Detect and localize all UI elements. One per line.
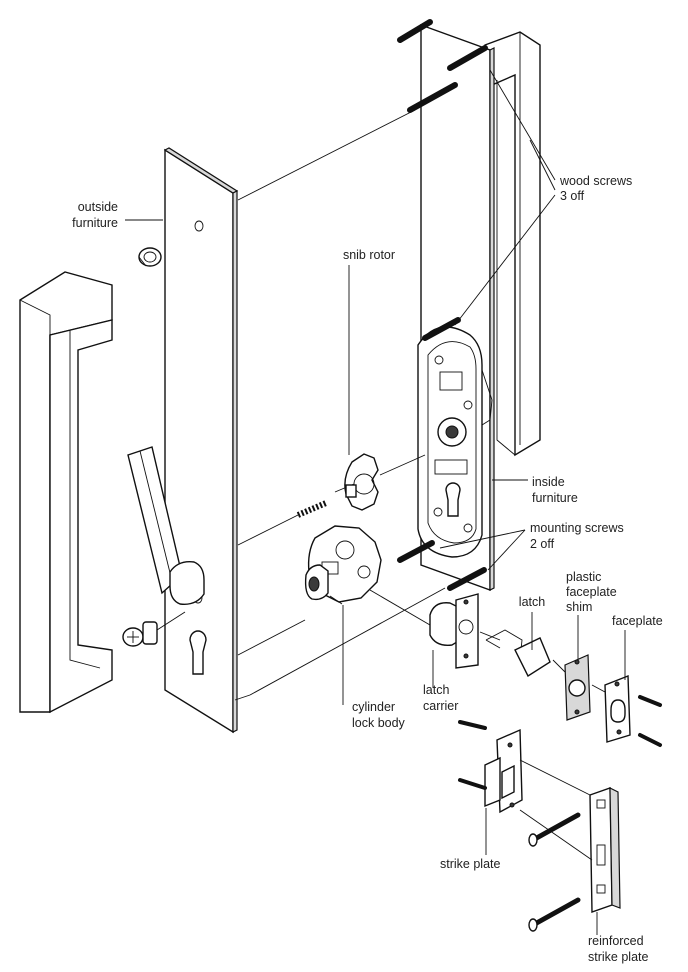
mounting-screw-1 <box>397 540 435 563</box>
wood-screw-middle <box>407 82 458 113</box>
reinforced-strike-plate <box>589 787 621 913</box>
label-inside-furniture: inside furniture <box>532 475 578 505</box>
strike-screw-1 <box>458 720 487 730</box>
thumb-turn-lever <box>127 446 205 605</box>
outside-bushing <box>138 247 162 267</box>
assembly-lines <box>234 109 606 861</box>
label-wood-screws-line1: wood screws <box>559 174 632 188</box>
label-mounting-screws: mounting screws 2 off <box>530 521 624 551</box>
label-latch-carrier-line1: latch <box>423 683 449 697</box>
label-mounting-screws-line2: 2 off <box>530 537 555 551</box>
label-outside-furniture-line1: outside <box>78 200 118 214</box>
label-plastic-faceplate-shim-line1: plastic <box>566 570 601 584</box>
latch-carrier <box>429 593 479 669</box>
label-strike-plate: strike plate <box>440 857 500 871</box>
label-outside-furniture-line2: furniture <box>72 216 118 230</box>
label-snib-rotor: snib rotor <box>343 248 395 262</box>
faceplate-screw-2 <box>638 733 662 747</box>
mounting-screw-2 <box>447 567 487 591</box>
spring <box>296 500 328 518</box>
inside-mechanism <box>417 326 493 558</box>
plastic-faceplate-shim <box>564 654 591 721</box>
label-plastic-faceplate-shim-line3: shim <box>566 600 592 614</box>
wood-screw-top-1 <box>397 19 433 43</box>
label-wood-screws-line2: 3 off <box>560 189 585 203</box>
label-latch-carrier-line2: carrier <box>423 699 458 713</box>
label-inside-furniture-line1: inside <box>532 475 565 489</box>
faceplate <box>604 674 631 743</box>
outside-fixing-screw <box>122 611 186 647</box>
outside-furniture-plate <box>163 147 239 734</box>
label-reinforced-strike-plate: reinforced strike plate <box>588 934 648 964</box>
label-faceplate: faceplate <box>612 614 663 628</box>
strike-screw-2 <box>458 778 487 790</box>
label-latch-carrier: latch carrier <box>423 683 458 713</box>
label-outside-furniture: outside furniture <box>72 200 118 230</box>
label-latch: latch <box>519 595 545 609</box>
wood-screw-top-2 <box>447 45 488 71</box>
leader-lines <box>125 69 626 935</box>
label-cylinder-lock-body-line1: cylinder <box>352 700 395 714</box>
label-wood-screws: wood screws 3 off <box>559 174 632 203</box>
latch <box>485 629 551 678</box>
reinforced-strike-screw-2 <box>528 897 581 932</box>
faceplate-screw-1 <box>638 695 662 707</box>
strike-plate <box>484 728 523 814</box>
label-reinforced-strike-plate-line2: strike plate <box>588 950 648 964</box>
label-reinforced-strike-plate-line1: reinforced <box>588 934 644 948</box>
reinforced-strike-screw-1 <box>528 812 581 847</box>
snib-rotor <box>334 453 379 511</box>
label-plastic-faceplate-shim-line2: faceplate <box>566 585 617 599</box>
label-plastic-faceplate-shim: plastic faceplate shim <box>566 570 617 614</box>
wood-screw-lower <box>422 317 461 341</box>
label-cylinder-lock-body: cylinder lock body <box>352 700 406 730</box>
cylinder-lock-body <box>304 525 382 605</box>
label-inside-furniture-line2: furniture <box>532 491 578 505</box>
outside-pull-handle <box>19 271 113 714</box>
label-mounting-screws-line1: mounting screws <box>530 521 624 535</box>
label-cylinder-lock-body-line2: lock body <box>352 716 406 730</box>
